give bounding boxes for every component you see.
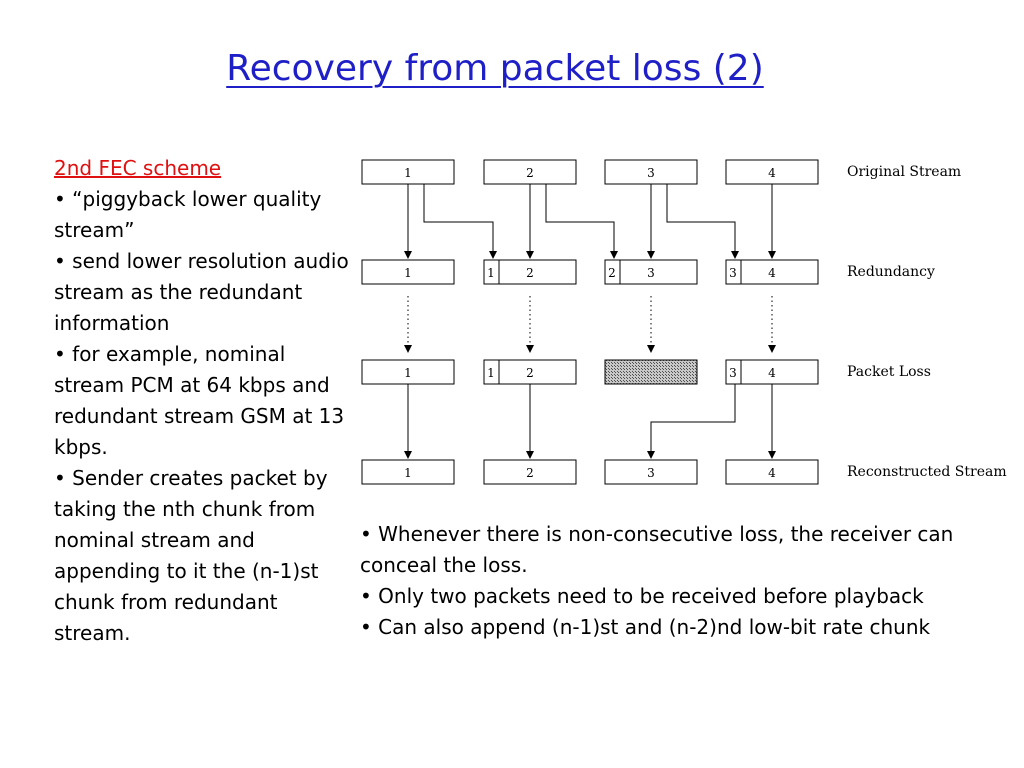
reconstructed-stream-row: 1 2 3 4 Reconstructed Stream — [361, 459, 1007, 485]
recon-packet-4: 4 — [768, 466, 776, 480]
bottom-bullet-2: • Only two packets need to be received b… — [360, 584, 924, 608]
orig-packet-3: 3 — [647, 166, 655, 180]
lost-packet — [604, 359, 698, 385]
left-explanation: 2nd FEC scheme • “piggyback lower qualit… — [54, 153, 354, 649]
red-packet-3: 3 — [647, 266, 655, 280]
orig-packet-4: 4 — [768, 166, 776, 180]
left-bullet-4: • Sender creates packet by taking the nt… — [54, 466, 328, 645]
loss-packet-4: 4 — [768, 366, 776, 380]
loss-piggyback-1: 1 — [487, 366, 495, 380]
slide-title: Recovery from packet loss (2) — [226, 48, 764, 89]
recon-packet-3: 3 — [647, 466, 655, 480]
fec-scheme-heading: 2nd FEC scheme — [54, 156, 222, 180]
left-bullet-3: • for example, nominal stream PCM at 64 … — [54, 342, 345, 459]
reconstruct-arrows — [404, 384, 776, 459]
encode-arrows — [404, 184, 776, 259]
recon-packet-2: 2 — [526, 466, 534, 480]
label-packet-loss: Packet Loss — [847, 364, 931, 380]
red-piggyback-2: 2 — [608, 266, 616, 280]
loss-packet-2: 2 — [526, 366, 534, 380]
bottom-bullet-3: • Can also append (n-1)st and (n-2)nd lo… — [360, 615, 931, 639]
red-piggyback-3: 3 — [729, 266, 737, 280]
redundancy-row: 1 1 2 2 3 3 4 Redundancy — [361, 259, 935, 285]
label-redundancy: Redundancy — [847, 264, 935, 280]
orig-packet-2: 2 — [526, 166, 534, 180]
red-packet-2: 2 — [526, 266, 534, 280]
label-original-stream: Original Stream — [847, 164, 961, 180]
orig-packet-1: 1 — [404, 166, 412, 180]
left-bullet-1: • “piggyback lower quality stream” — [54, 187, 322, 242]
red-packet-1: 1 — [404, 266, 412, 280]
recon-packet-1: 1 — [404, 466, 412, 480]
left-bullet-2: • send lower resolution audio stream as … — [54, 249, 349, 335]
label-reconstructed-stream: Reconstructed Stream — [847, 464, 1007, 480]
loss-piggyback-3: 3 — [729, 366, 737, 380]
bottom-bullet-1: • Whenever there is non-consecutive loss… — [360, 522, 954, 577]
bottom-notes: • Whenever there is non-consecutive loss… — [360, 519, 980, 643]
red-piggyback-1: 1 — [487, 266, 495, 280]
packet-loss-row: 1 1 2 3 4 Packet Loss — [361, 359, 931, 385]
loss-packet-1: 1 — [404, 366, 412, 380]
red-packet-4: 4 — [768, 266, 776, 280]
original-stream-row: 1 2 3 4 Original Stream — [361, 159, 961, 185]
transmission-arrows — [404, 296, 776, 353]
